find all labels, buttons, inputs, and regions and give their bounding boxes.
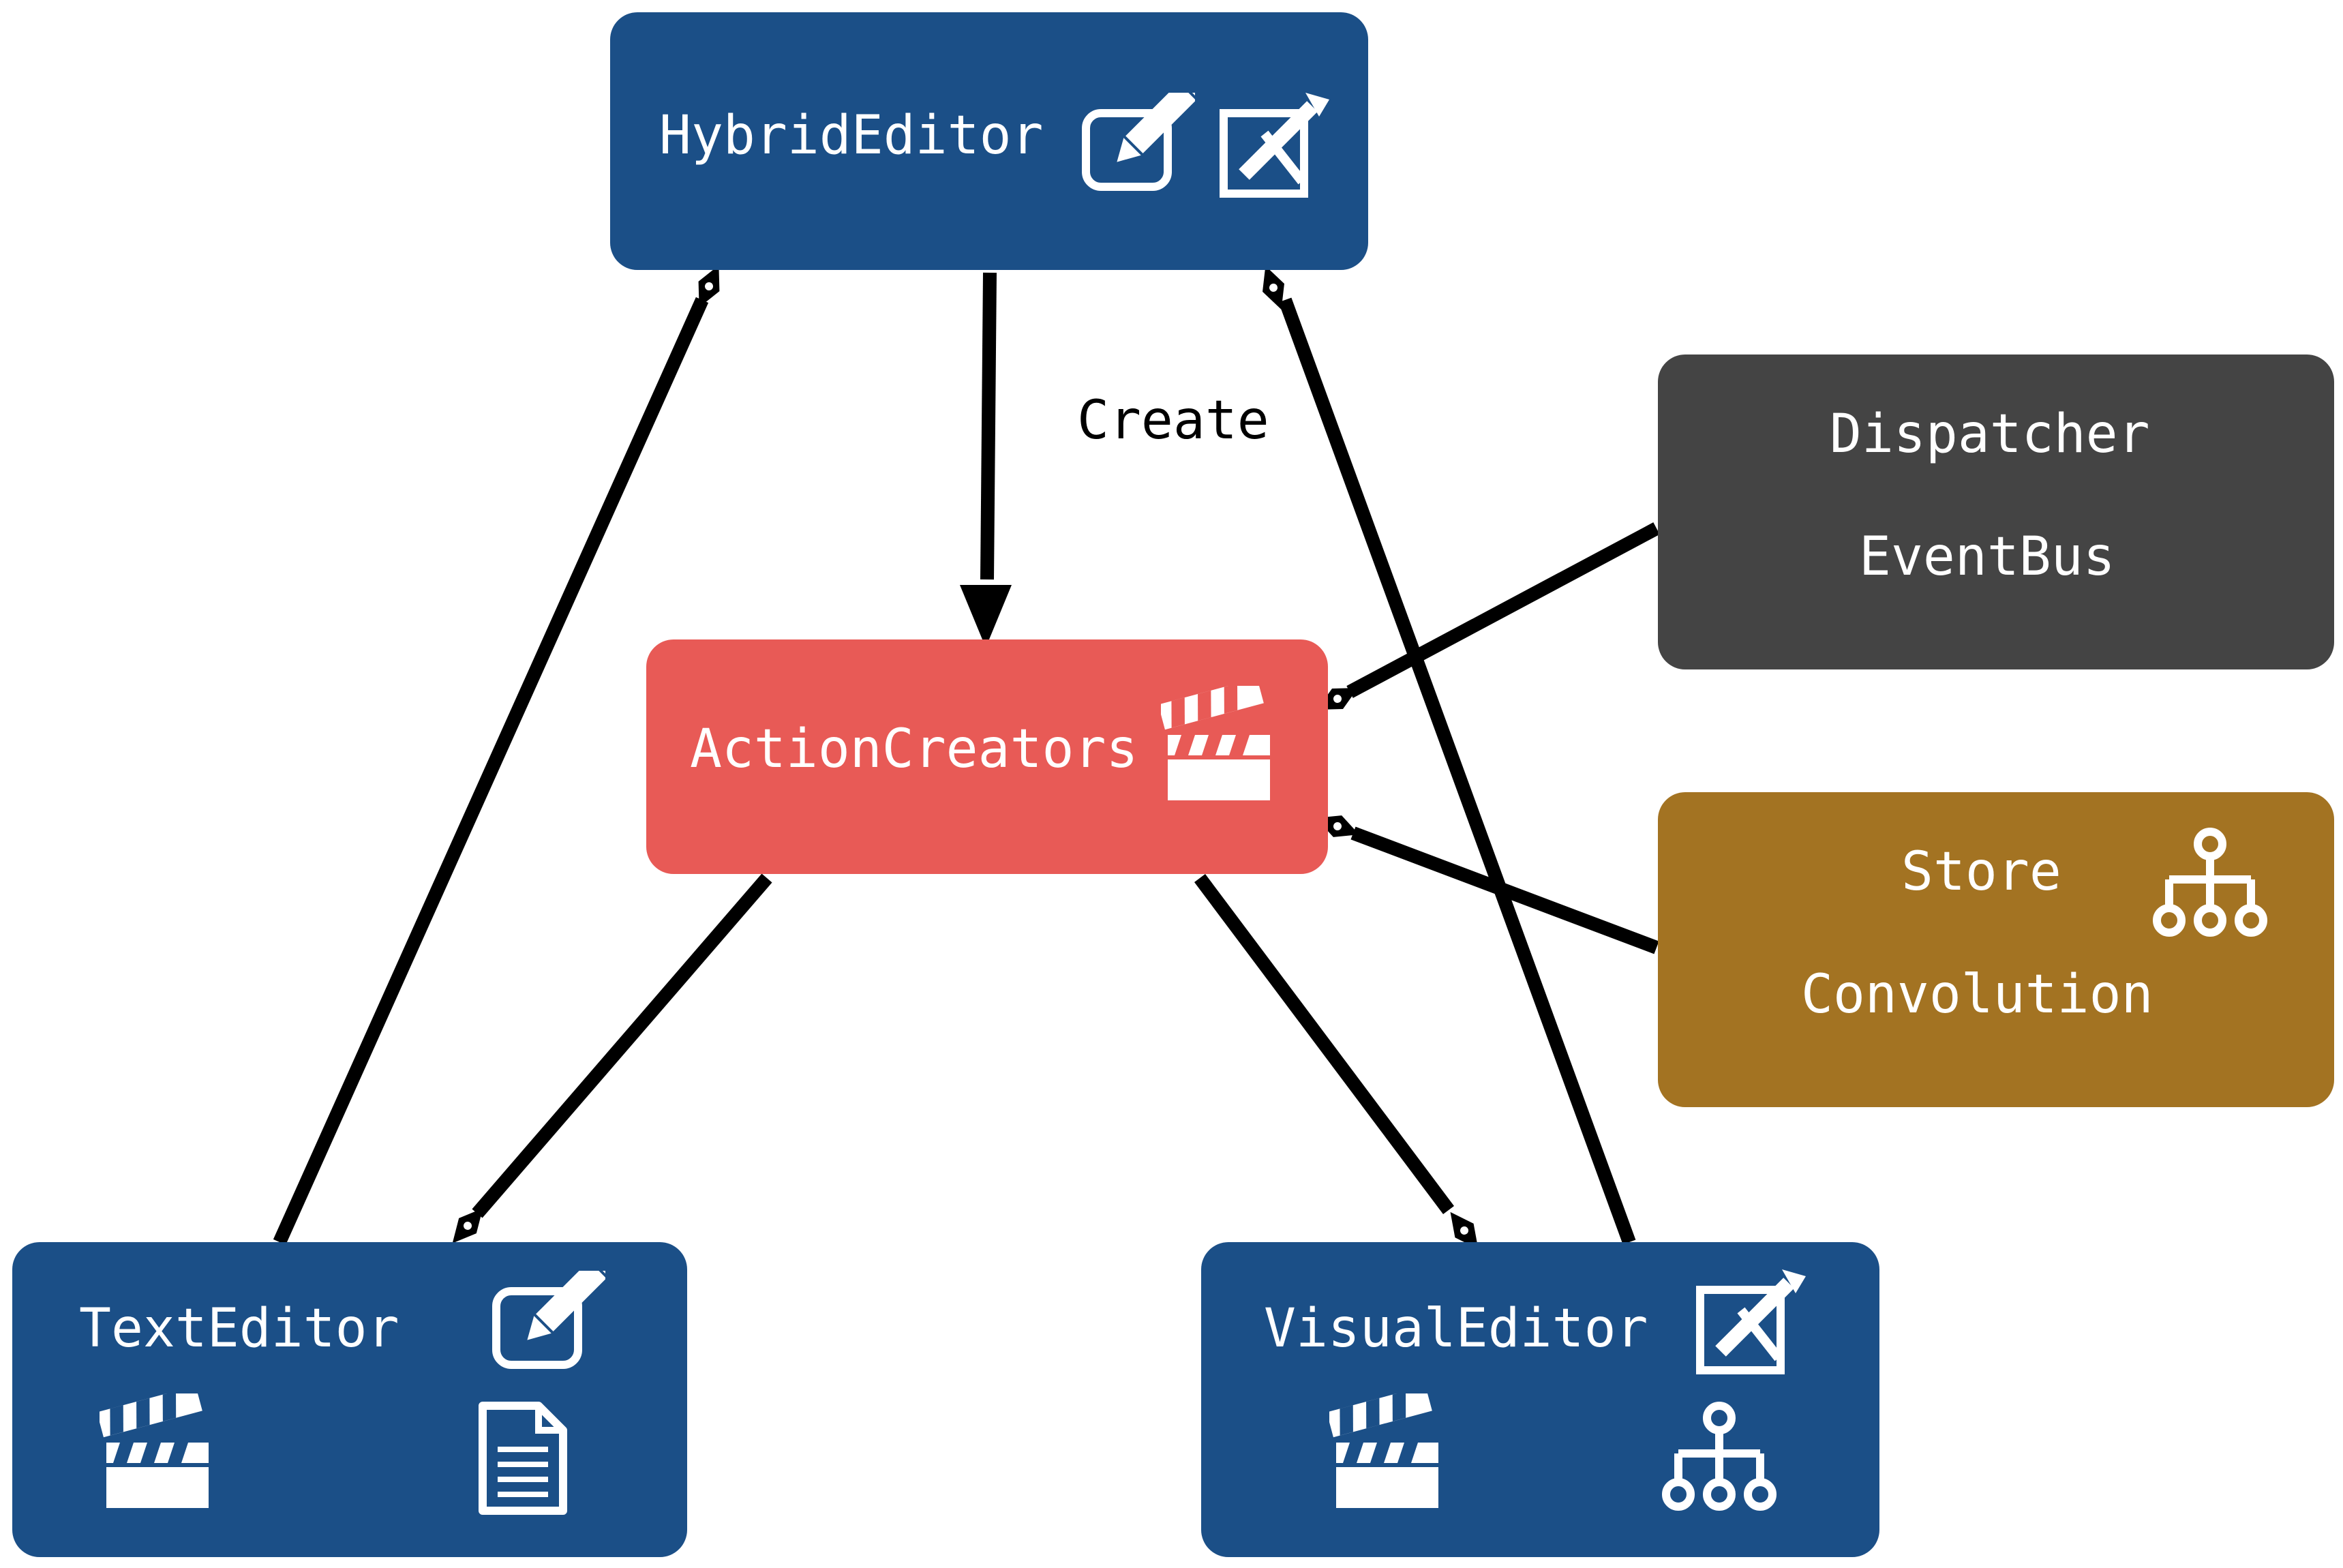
- edge-texteditor-hybrideditor: [273, 297, 709, 1246]
- node-dispatcher[interactable]: Dispatcher EventBus: [1658, 355, 2334, 669]
- node-action-creators[interactable]: ActionCreators: [646, 639, 1328, 874]
- node-label-line2: Convolution: [1801, 964, 2153, 1025]
- node-hybrid-editor[interactable]: HybridEditor: [610, 12, 1368, 270]
- node-text-editor[interactable]: TextEditor: [12, 1242, 687, 1557]
- node-label: HybridEditor: [659, 105, 1044, 166]
- edge-dispatcher-actioncreators: [1346, 522, 1660, 698]
- node-label-line1: Store: [1901, 841, 2061, 903]
- edge-label-create: Create: [1077, 390, 1269, 451]
- pen-brush-icon: [1696, 1269, 1806, 1374]
- edge-store-actioncreators: [1350, 826, 1659, 954]
- edit-icon: [1082, 93, 1195, 191]
- node-label: VisualEditor: [1264, 1298, 1648, 1359]
- edge-actioncreators-visualeditor: [1194, 874, 1455, 1214]
- node-label: TextEditor: [79, 1298, 399, 1359]
- sitemap-icon: [2153, 828, 2267, 937]
- clapperboard-icon: [1161, 686, 1270, 800]
- edge-visualeditor-hybrideditor: [1278, 297, 1636, 1245]
- pen-brush-icon: [1220, 93, 1329, 198]
- edge-create: [980, 272, 997, 580]
- document-icon: [479, 1402, 567, 1515]
- node-store[interactable]: Store Convolution: [1658, 792, 2334, 1107]
- node-label-line2: EventBus: [1859, 526, 2115, 588]
- sitemap-icon: [1662, 1402, 1777, 1511]
- node-label-line1: Dispatcher: [1830, 404, 2150, 465]
- clapperboard-icon: [1329, 1393, 1438, 1508]
- edge-actioncreators-texteditor: [472, 873, 772, 1218]
- node-visual-editor[interactable]: VisualEditor: [1201, 1242, 1879, 1557]
- edit-icon: [492, 1271, 605, 1369]
- clapperboard-icon: [100, 1393, 209, 1508]
- arrowhead-create: [960, 585, 1012, 648]
- node-label: ActionCreators: [690, 719, 1138, 780]
